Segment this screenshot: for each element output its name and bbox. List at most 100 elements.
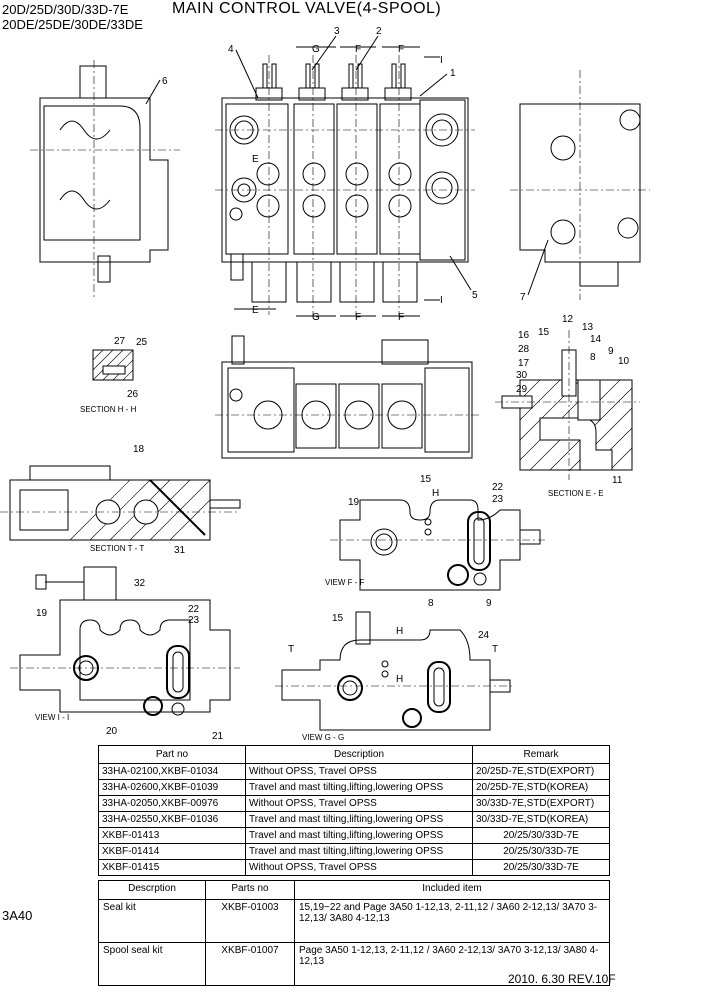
callout-23-ff: 23 xyxy=(492,494,504,505)
callout-25: 25 xyxy=(136,337,148,348)
part-no-cell: XKBF-01415 xyxy=(98,859,246,876)
caption-section-ee: SECTION E - E xyxy=(548,489,604,498)
remark-cell: 20/25/30/33D-7E xyxy=(472,843,610,860)
table-row: 33HA-02050,XKBF-00976 Without OPSS, Trav… xyxy=(98,795,610,812)
callout-32: 32 xyxy=(134,578,146,589)
caption-section-tt: SECTION T - T xyxy=(90,544,144,553)
model-list-line-2: 20DE/25DE/30DE/33DE xyxy=(2,17,143,32)
remark-cell: 20/25/30/33D-7E xyxy=(472,827,610,844)
mark-f-top-1: F xyxy=(355,44,361,55)
top-middle-view xyxy=(215,335,480,459)
section-marks: G F F I E E G F F I H H H T T xyxy=(252,44,498,685)
mark-h-ff: H xyxy=(432,488,439,499)
table-row: 33HA-02550,XKBF-01036 Travel and mast ti… xyxy=(98,811,610,828)
remark-cell: 20/25D-7E,STD(KOREA) xyxy=(472,779,610,796)
callout-27: 27 xyxy=(114,336,126,347)
kit-included-cell: Page 3A50 1-12,13, 2-11,12 / 3A60 2-12,1… xyxy=(294,942,610,986)
callout-23-ii: 23 xyxy=(188,615,200,626)
callout-21: 21 xyxy=(212,731,224,742)
callout-17: 17 xyxy=(518,358,530,369)
part-no-cell: XKBF-01413 xyxy=(98,827,246,844)
callout-19-ff: 19 xyxy=(348,497,360,508)
table-row: Spool seal kit XKBF-01007 Page 3A50 1-12… xyxy=(98,942,610,986)
description-cell: Travel and mast tilting,lifting,lowering… xyxy=(245,827,473,844)
callout-7: 7 xyxy=(520,292,526,303)
view-gg xyxy=(275,611,515,731)
mark-i-top: I xyxy=(440,55,443,66)
section-hh-view xyxy=(92,349,134,381)
part-no-cell: 33HA-02050,XKBF-00976 xyxy=(98,795,246,812)
caption-view-ff: VIEW F - F xyxy=(325,578,365,587)
callout-29: 29 xyxy=(516,384,528,395)
callout-24: 24 xyxy=(478,630,490,641)
right-side-view xyxy=(510,70,650,300)
description-cell: Travel and mast tilting,lifting,lowering… xyxy=(245,811,473,828)
kit-parts-no-cell: XKBF-01007 xyxy=(205,942,295,986)
description-cell: Without OPSS, Travel OPSS xyxy=(245,859,473,876)
col-remark: Remark xyxy=(472,745,610,764)
callout-12: 12 xyxy=(562,314,574,325)
callout-2: 2 xyxy=(376,26,382,37)
view-captions: SECTION H - H SECTION T - T SECTION E - … xyxy=(35,405,604,742)
callout-22-ii: 22 xyxy=(188,604,200,615)
callout-9: 9 xyxy=(608,346,614,357)
mark-h-gg-1: H xyxy=(396,626,403,637)
valve-drawing: 1 2 3 4 5 6 7 8 9 10 11 12 13 14 15 16 2… xyxy=(0,26,650,742)
col-parts-no: Parts no xyxy=(205,880,295,900)
view-ff xyxy=(330,499,545,591)
kit-table-header: Descrption Parts no Included item xyxy=(98,880,610,900)
mark-t-right: T xyxy=(492,644,498,655)
mark-f-bottom-1: F xyxy=(355,312,361,323)
callout-30: 30 xyxy=(516,370,528,381)
mark-i-bottom: I xyxy=(440,295,443,306)
callout-15-ee: 15 xyxy=(538,327,550,338)
part-no-cell: 33HA-02600,XKBF-01039 xyxy=(98,779,246,796)
callout-31: 31 xyxy=(174,545,186,556)
part-no-cell: XKBF-01414 xyxy=(98,843,246,860)
callout-4: 4 xyxy=(228,44,234,55)
callout-20: 20 xyxy=(106,726,118,737)
callout-15-ff: 15 xyxy=(420,474,432,485)
callout-9-ff: 9 xyxy=(486,598,492,609)
section-ee-view xyxy=(495,330,640,480)
callout-11: 11 xyxy=(612,475,623,486)
col-description: Description xyxy=(245,745,473,764)
callout-16: 16 xyxy=(518,330,530,341)
remark-cell: 20/25/30/33D-7E xyxy=(472,859,610,876)
kit-included-cell: 15,19~22 and Page 3A50 1-12,13, 2-11,12 … xyxy=(294,899,610,943)
remark-cell: 20/25D-7E,STD(EXPORT) xyxy=(472,763,610,780)
table-row: 33HA-02100,XKBF-01034 Without OPSS, Trav… xyxy=(98,763,610,780)
part-no-cell: 33HA-02550,XKBF-01036 xyxy=(98,811,246,828)
remark-cell: 30/33D-7E,STD(EXPORT) xyxy=(472,795,610,812)
part-no-cell: 33HA-02100,XKBF-01034 xyxy=(98,763,246,780)
date-revision: 2010. 6.30 REV.10F xyxy=(508,972,616,986)
kit-description-cell: Seal kit xyxy=(98,899,206,943)
mark-t-left: T xyxy=(288,644,294,655)
mark-f-bottom-2: F xyxy=(398,312,404,323)
caption-section-hh: SECTION H - H xyxy=(80,405,137,414)
page-title: MAIN CONTROL VALVE(4-SPOOL) xyxy=(172,0,442,17)
callout-8: 8 xyxy=(590,352,596,363)
callout-13: 13 xyxy=(582,322,594,333)
mark-f-top-2: F xyxy=(398,44,404,55)
mark-g-bottom: G xyxy=(312,312,320,323)
page-code: 3A40 xyxy=(2,908,33,923)
front-view xyxy=(215,46,475,317)
col-included-item: Included item xyxy=(294,880,610,900)
callout-8-ff: 8 xyxy=(428,598,434,609)
callout-1: 1 xyxy=(450,68,456,79)
section-tt-view xyxy=(0,465,241,541)
callout-10: 10 xyxy=(618,356,630,367)
table-row: Seal kit XKBF-01003 15,19~22 and Page 3A… xyxy=(98,899,610,943)
col-descrption: Descrption xyxy=(98,880,206,900)
mark-g-top: G xyxy=(312,44,320,55)
model-list-line-1: 20D/25D/30D/33D-7E xyxy=(2,2,129,17)
description-cell: Travel and mast tilting,lifting,lowering… xyxy=(245,779,473,796)
kit-table: Descrption Parts no Included item Seal k… xyxy=(98,880,610,986)
callout-labels: 1 2 3 4 5 6 7 8 9 10 11 12 13 14 15 16 2… xyxy=(36,26,630,742)
callout-5: 5 xyxy=(472,290,478,301)
table-row: 33HA-02600,XKBF-01039 Travel and mast ti… xyxy=(98,779,610,796)
remark-cell: 30/33D-7E,STD(KOREA) xyxy=(472,811,610,828)
kit-description-cell: Spool seal kit xyxy=(98,942,206,986)
view-ii xyxy=(10,566,240,716)
